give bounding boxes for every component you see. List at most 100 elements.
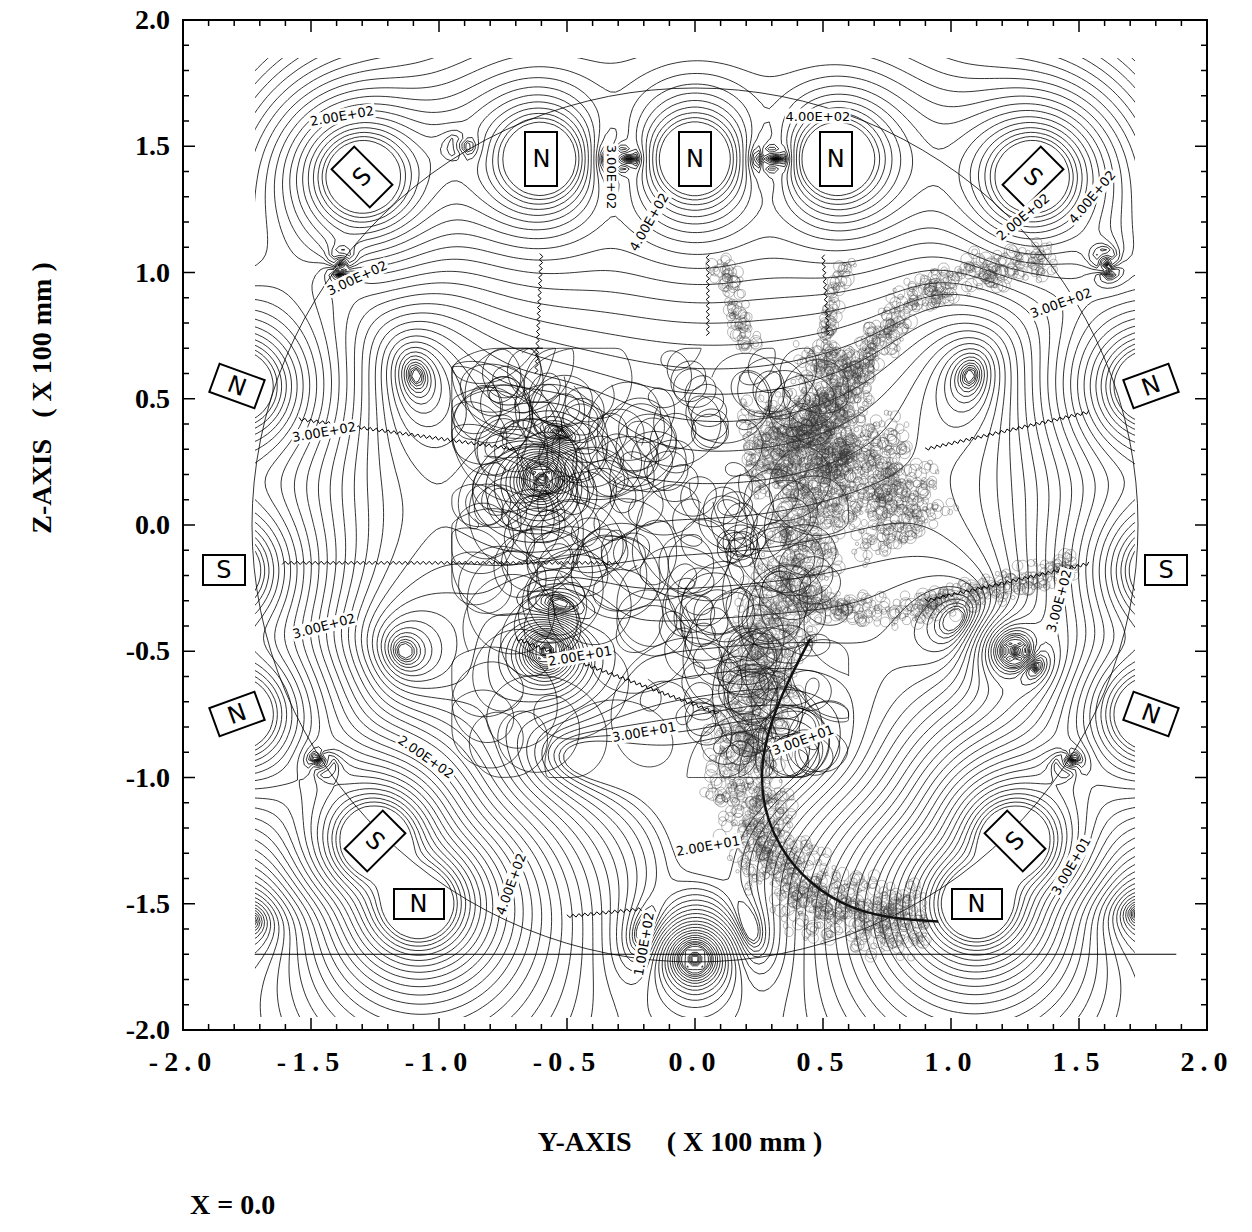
escape-track	[567, 908, 642, 918]
tick-mark	[183, 247, 189, 249]
tick-mark	[1195, 777, 1207, 779]
pole-letter: S	[216, 558, 231, 582]
contour-line	[255, 118, 1135, 942]
tick-mark	[285, 1024, 287, 1030]
axis-title: Y-AXIS ( X 100 mm )	[538, 1126, 822, 1158]
contour-line	[255, 58, 1135, 1017]
magnet-box: N	[524, 131, 558, 187]
tick-mark	[1078, 20, 1080, 32]
tick-mark	[1201, 827, 1207, 829]
contour-value: 4.00E+02	[785, 108, 852, 123]
tick-mark	[515, 1024, 517, 1030]
trajectory	[452, 449, 608, 613]
tick-mark	[1201, 625, 1207, 627]
contour-line	[255, 58, 1135, 1017]
tick-mark	[183, 373, 189, 375]
tick-mark	[925, 1024, 927, 1030]
tick-mark	[183, 196, 189, 198]
pole-letter: N	[532, 147, 550, 171]
electron-trajectories	[282, 237, 1089, 962]
tick-mark	[285, 20, 287, 26]
pole-letter: S	[348, 163, 376, 191]
tick-label: -2.0	[149, 1046, 217, 1078]
magnet-box: N	[1122, 363, 1180, 410]
contour-value: 4.00E+02	[492, 850, 529, 918]
tick-mark	[1053, 20, 1055, 26]
tick-mark	[1078, 1018, 1080, 1030]
tick-mark	[1201, 676, 1207, 678]
magnet-box: N	[1122, 691, 1180, 738]
tick-mark	[183, 95, 189, 97]
tick-mark	[1206, 20, 1208, 32]
tick-mark	[1201, 550, 1207, 552]
contour-line	[255, 58, 1135, 1017]
magnet-box: N	[208, 363, 266, 410]
tick-mark	[1201, 247, 1207, 249]
contour-line	[255, 58, 1135, 1017]
tick-mark	[669, 20, 671, 26]
tick-mark	[1195, 19, 1207, 21]
tick-mark	[1201, 95, 1207, 97]
contour-value: 4.00E+02	[1065, 166, 1119, 227]
tick-mark	[950, 20, 952, 32]
tick-label: 2.0	[1181, 1046, 1234, 1078]
tick-mark	[438, 20, 440, 32]
tick-mark	[259, 1024, 261, 1030]
tick-mark	[233, 20, 235, 26]
pole-letter: N	[410, 892, 428, 916]
contour-value: 3.00E+02	[1027, 284, 1095, 321]
tick-mark	[438, 1018, 440, 1030]
contour-line	[255, 58, 1135, 1017]
trajectory	[452, 460, 628, 651]
contour-line	[255, 58, 1135, 1017]
tick-mark	[464, 1024, 466, 1030]
tick-mark	[899, 20, 901, 26]
contour-value: 3.00E+01	[769, 721, 837, 758]
tick-mark	[1201, 979, 1207, 981]
tick-mark	[566, 1018, 568, 1030]
tick-mark	[1195, 524, 1207, 526]
tick-mark	[183, 701, 189, 703]
tick-mark	[1201, 196, 1207, 198]
tick-mark	[464, 20, 466, 26]
tick-mark	[720, 1024, 722, 1030]
tick-mark	[183, 802, 189, 804]
pole-letter: N	[968, 892, 986, 916]
tick-mark	[208, 1024, 210, 1030]
contour-line	[255, 58, 1135, 1017]
tick-mark	[183, 777, 195, 779]
tick-mark	[489, 1024, 491, 1030]
pole-letter: S	[1001, 827, 1029, 855]
tick-mark	[183, 827, 189, 829]
tick-label: -1.5	[126, 888, 170, 920]
tick-mark	[183, 120, 189, 122]
escape-track	[535, 254, 543, 374]
tick-mark	[1201, 701, 1207, 703]
tick-mark	[797, 1024, 799, 1030]
tick-mark	[361, 1024, 363, 1030]
escape-track	[282, 561, 618, 564]
tick-mark	[950, 1018, 952, 1030]
tick-mark	[1201, 322, 1207, 324]
contour-line	[255, 58, 1135, 1017]
tick-mark	[1201, 373, 1207, 375]
tick-mark	[183, 171, 189, 173]
tick-mark	[1195, 1029, 1207, 1031]
tick-mark	[1027, 1024, 1029, 1030]
tick-mark	[1195, 398, 1207, 400]
contour-value: 1.00E+02	[631, 910, 657, 978]
tick-mark	[1201, 474, 1207, 476]
tick-mark	[182, 20, 184, 32]
tick-mark	[1201, 853, 1207, 855]
tick-mark	[183, 954, 189, 956]
tick-mark	[183, 550, 189, 552]
tick-mark	[1195, 903, 1207, 905]
magnet-box: N	[951, 888, 1003, 920]
tick-label: 1.5	[135, 130, 170, 162]
tick-mark	[669, 1024, 671, 1030]
tick-mark	[1001, 20, 1003, 26]
tick-mark	[1201, 120, 1207, 122]
contour-line	[255, 84, 1135, 967]
contour-line	[255, 58, 1135, 1004]
baseline	[255, 954, 1177, 955]
